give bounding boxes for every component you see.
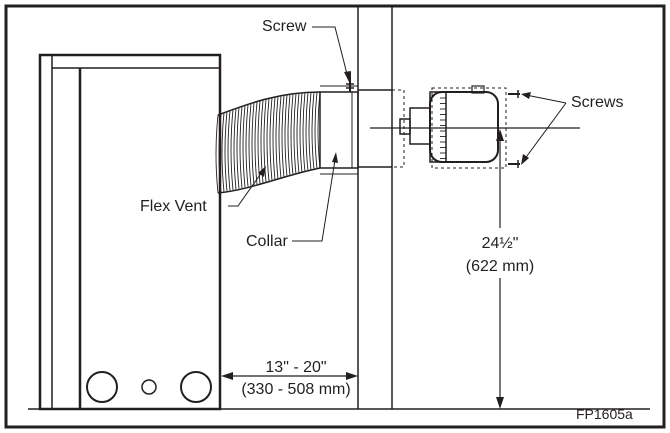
flex-vent-corrugation xyxy=(275,96,279,180)
flex-vent-corrugation xyxy=(281,95,285,178)
flex-vent-corrugation xyxy=(299,92,303,173)
flex-vent-corrugation xyxy=(278,95,282,179)
flex-vent-corrugation xyxy=(245,104,249,187)
appliance-cabinet xyxy=(38,53,222,411)
flex-vent-corrugation xyxy=(218,113,222,193)
flex-vent-corrugation xyxy=(311,92,315,170)
height-imperial-label: 24½" xyxy=(482,235,519,252)
flex-vent-corrugation xyxy=(242,105,246,188)
flex-vent-corrugation xyxy=(224,111,228,192)
distance-imperial-label: 13" - 20" xyxy=(265,359,326,376)
leader-flex-vent xyxy=(228,171,263,207)
flex-vent-corrugation xyxy=(221,112,225,192)
flex-vent-corrugation xyxy=(314,91,318,169)
flex-vent-corrugation xyxy=(293,93,297,175)
distance-dimension xyxy=(221,372,358,380)
flex-vent-corrugation xyxy=(308,92,312,171)
label-screws: Screws xyxy=(571,94,623,111)
label-collar: Collar xyxy=(246,233,288,250)
leader-screws-top xyxy=(525,94,567,104)
flex-vent-corrugation xyxy=(296,93,300,174)
collar xyxy=(319,85,359,175)
cabinet-port-left xyxy=(86,371,118,403)
height-metric-label: (622 mm) xyxy=(466,258,534,275)
cabinet-port-small xyxy=(141,379,157,395)
leader-screw xyxy=(312,26,348,75)
figure-id: FP1605a xyxy=(576,406,633,422)
flex-vent-corrugation xyxy=(290,93,294,176)
leader-collar xyxy=(292,159,336,242)
label-flex-vent: Flex Vent xyxy=(140,198,207,215)
wall xyxy=(357,6,393,409)
distance-metric-label: (330 - 508 mm) xyxy=(241,381,350,398)
flex-vent-corrugation xyxy=(305,92,309,172)
flex-vent-corrugation xyxy=(227,110,231,191)
label-screw: Screw xyxy=(262,18,307,35)
flex-vent-corrugation xyxy=(254,101,258,185)
cabinet-port-right xyxy=(180,371,212,403)
flex-vent-corrugation xyxy=(269,97,273,181)
flex-vent-corrugation xyxy=(266,98,270,182)
flex-vent-corrugation xyxy=(287,94,291,177)
flex-vent-corrugation xyxy=(302,92,306,173)
vent-terminal xyxy=(399,85,507,169)
flex-vent-corrugation xyxy=(233,108,237,190)
terminal-screw-bottom xyxy=(508,160,520,168)
flex-vent-corrugation xyxy=(284,94,288,177)
flex-vent xyxy=(215,91,321,194)
flex-vent-corrugation xyxy=(230,109,234,191)
flex-vent-corrugation xyxy=(236,107,240,189)
flex-vent-corrugation xyxy=(257,101,261,184)
leader-screws-bottom xyxy=(523,102,567,161)
flex-vent-corrugation xyxy=(251,102,255,186)
terminal-screw-top xyxy=(508,90,520,98)
flex-vent-corrugation xyxy=(215,114,219,194)
flex-vent-corrugation xyxy=(239,106,243,188)
flex-vent-corrugation xyxy=(263,99,267,183)
flex-vent-corrugation xyxy=(272,97,276,180)
flex-vent-corrugation xyxy=(248,103,252,186)
diagram-border xyxy=(4,4,666,429)
